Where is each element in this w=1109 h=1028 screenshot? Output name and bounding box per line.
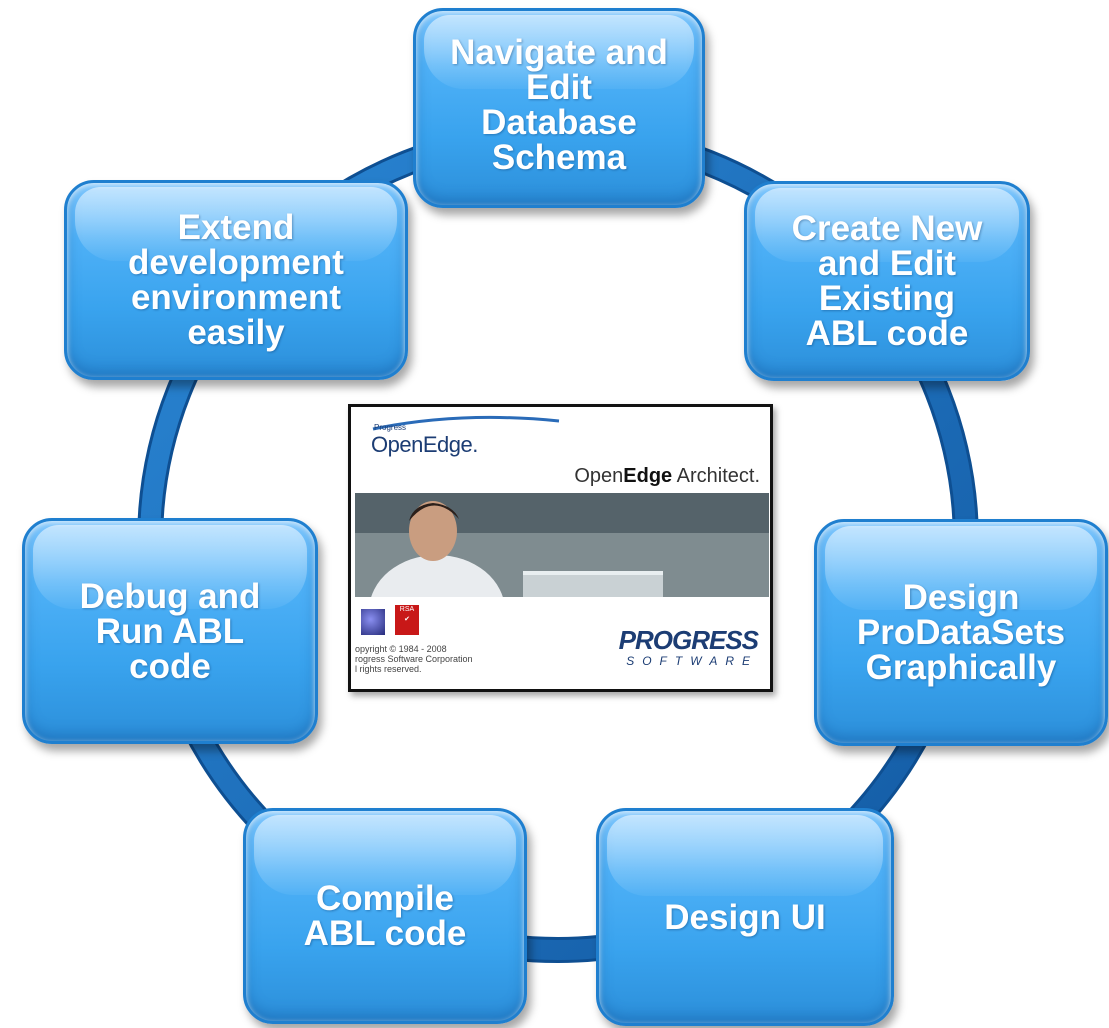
node-label: Design UI xyxy=(664,897,826,937)
node-design-prodatasets: Design ProDataSets Graphically xyxy=(814,519,1108,746)
node-create-edit-abl: Create New and Edit Existing ABL code xyxy=(744,181,1030,381)
openedge-logo-word: OpenEdge. xyxy=(371,432,478,457)
product-title: OpenEdge Architect. xyxy=(574,465,760,488)
product-title-suffix: Architect. xyxy=(676,465,760,487)
copyright-line: l rights reserved. xyxy=(355,664,422,674)
rsa-badge-icon: RSA✔ xyxy=(395,605,419,635)
openedge-logo: Progress OpenEdge. xyxy=(371,423,478,458)
node-debug-run-abl: Debug and Run ABL code xyxy=(22,518,318,744)
node-label: Design ProDataSets Graphically xyxy=(856,578,1066,687)
node-label: Create New and Edit Existing ABL code xyxy=(791,209,983,353)
progress-software-logo: PROGRESS SOFTWARE xyxy=(618,625,759,668)
node-extend-environment: Extend development environment easily xyxy=(64,180,408,380)
globe-badge-icon xyxy=(361,609,385,635)
node-label: Navigate and Edit Database Schema xyxy=(450,33,668,177)
node-compile-abl: Compile ABL code xyxy=(243,808,527,1024)
developer-photo-figure xyxy=(355,493,769,597)
developer-photo xyxy=(355,493,769,597)
copyright-notice: opyright © 1984 - 2008 rogress Software … xyxy=(355,644,473,674)
node-label: Extend development environment easily xyxy=(128,208,344,352)
brand-subtitle: SOFTWARE xyxy=(626,654,758,668)
openedge-architect-splash: Progress OpenEdge. OpenEdge Architect. R… xyxy=(348,404,773,692)
swoosh-logo-icon xyxy=(372,415,560,431)
copyright-line: opyright © 1984 - 2008 xyxy=(355,644,447,654)
node-label: Debug and Run ABL code xyxy=(79,576,261,686)
openedge-logo-prefix: Progress xyxy=(374,423,407,432)
product-title-open: Open xyxy=(574,465,624,487)
node-navigate-edit-schema: Navigate and Edit Database Schema xyxy=(413,8,705,208)
product-title-edge: Edge xyxy=(623,465,673,487)
copyright-line: rogress Software Corporation xyxy=(355,654,473,664)
brand-name: PROGRESS xyxy=(618,625,759,655)
rsa-badge-text: RSA xyxy=(399,606,415,613)
node-design-ui: Design UI xyxy=(596,808,894,1026)
node-label: Compile ABL code xyxy=(303,879,467,953)
